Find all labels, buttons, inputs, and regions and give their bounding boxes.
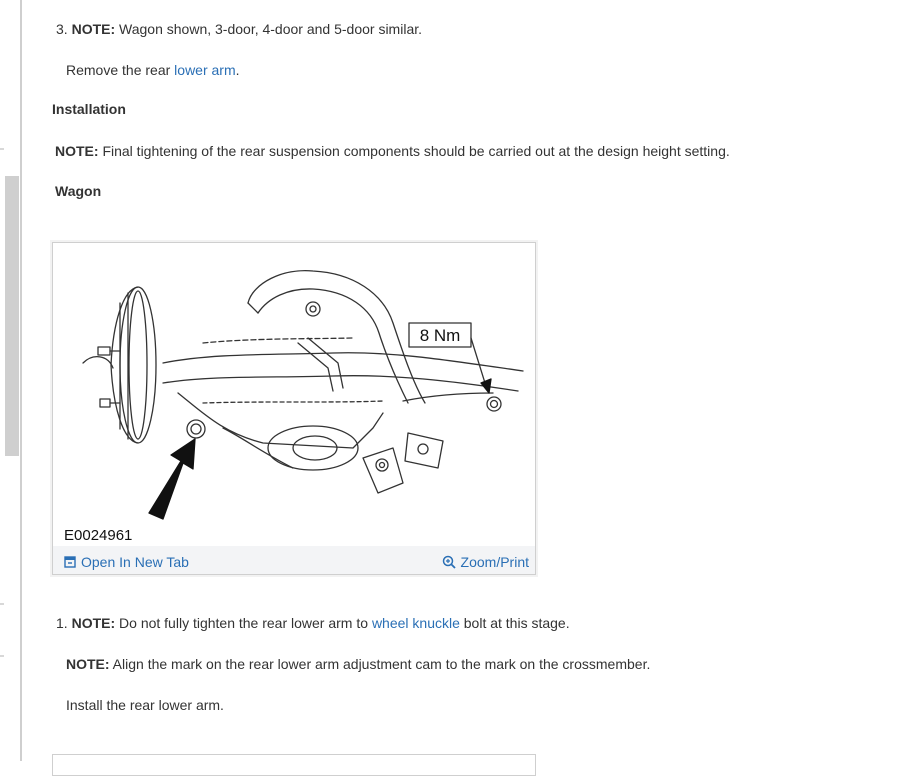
note-text: Wagon shown, 3-door, 4-door and 5-door s…	[115, 21, 423, 37]
step-number: 3.	[56, 21, 68, 37]
gutter-tick	[0, 655, 4, 657]
figure-toolbar: Open In New Tab Zoom/Print	[53, 546, 535, 574]
lower-arm-link[interactable]: lower arm	[174, 62, 236, 78]
step-1-note-2: NOTE: Align the mark on the rear lower a…	[66, 655, 650, 673]
zoom-icon	[442, 555, 456, 569]
wagon-subheading: Wagon	[55, 183, 102, 199]
note-label: NOTE:	[55, 143, 99, 159]
open-in-new-tab-button[interactable]: Open In New Tab	[64, 554, 189, 570]
figure-box: 8 Nm E0024961 Open In New Tab Zoom/Print	[52, 242, 536, 575]
note-suffix: bolt at this stage.	[459, 615, 570, 631]
step-number: 1.	[56, 615, 68, 631]
open-in-new-tab-label: Open In New Tab	[81, 554, 189, 570]
step-1-action: Install the rear lower arm.	[66, 697, 224, 713]
action-text: Remove the rear	[66, 62, 175, 78]
note-label: NOTE:	[71, 615, 116, 631]
gutter-tick	[0, 603, 4, 605]
step-3-note: 3. NOTE: Wagon shown, 3-door, 4-door and…	[56, 20, 422, 38]
note-text: Align the mark on the rear lower arm adj…	[109, 656, 651, 672]
next-figure-box	[52, 754, 536, 776]
torque-label: 8 Nm	[420, 326, 461, 345]
figure-id: E0024961	[64, 527, 133, 544]
suspension-illustration[interactable]: 8 Nm	[53, 243, 535, 543]
left-divider	[20, 0, 22, 761]
zoom-print-button[interactable]: Zoom/Print	[442, 554, 529, 570]
note-text: Do not fully tighten the rear lower arm …	[115, 615, 372, 631]
installation-note: NOTE: Final tightening of the rear suspe…	[55, 142, 730, 160]
gutter-tick	[0, 148, 4, 150]
action-suffix: .	[235, 62, 240, 78]
step-3-action: Remove the rear lower arm.	[66, 61, 240, 79]
step-1-note: 1. NOTE: Do not fully tighten the rear l…	[56, 614, 570, 632]
note-label: NOTE:	[71, 21, 116, 37]
zoom-print-label: Zoom/Print	[460, 554, 529, 570]
wheel-knuckle-link[interactable]: wheel knuckle	[371, 615, 460, 631]
note-text: Final tightening of the rear suspension …	[98, 143, 730, 159]
note-label: NOTE:	[66, 656, 110, 672]
scrollbar-thumb[interactable]	[5, 176, 19, 456]
installation-heading: Installation	[52, 101, 126, 117]
open-new-tab-icon	[64, 556, 76, 568]
